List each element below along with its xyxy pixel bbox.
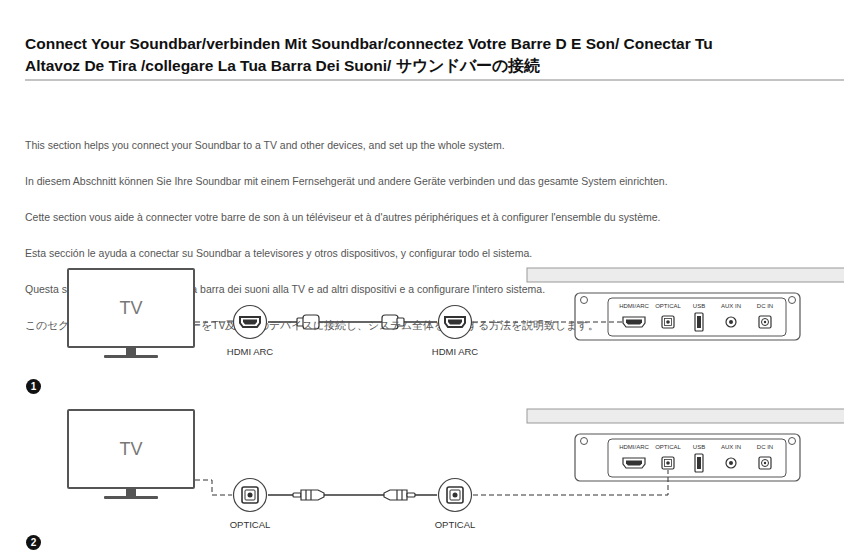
dashed-connection xyxy=(195,480,232,495)
title: Connect Your Soundbar/verbinden Mit Soun… xyxy=(25,33,765,77)
dashed-connection xyxy=(473,470,668,495)
dc-port: DC IN xyxy=(758,315,772,329)
rule xyxy=(25,80,844,81)
port-icon xyxy=(437,477,473,513)
port-label: OPTICAL xyxy=(655,303,681,310)
port-icon xyxy=(232,477,268,513)
tv-label: TV xyxy=(69,439,193,460)
dc-port: DC IN xyxy=(758,456,772,470)
port-icon xyxy=(694,453,704,473)
optical-connector: OPTICAL xyxy=(232,477,268,513)
port-label: AUX IN xyxy=(721,303,741,310)
connector-label: OPTICAL xyxy=(230,519,271,530)
aux-port: AUX IN xyxy=(725,457,737,469)
port-label: AUX IN xyxy=(721,444,741,451)
port-label: HDMI/ARC xyxy=(619,444,649,451)
usb-port: USB xyxy=(694,312,704,332)
port-icon xyxy=(758,315,772,329)
panel-one-art xyxy=(104,268,844,358)
port-label: USB xyxy=(693,444,705,451)
tv-label: TV xyxy=(69,298,193,319)
usb-port: USB xyxy=(694,453,704,473)
hdmi-port: HDMI/ARC xyxy=(622,316,646,328)
hdmi-connector: HDMI ARC xyxy=(437,304,473,340)
connector-label: OPTICAL xyxy=(435,519,476,530)
connector-label: HDMI ARC xyxy=(227,346,273,357)
port-label: DC IN xyxy=(757,444,773,451)
port-label: USB xyxy=(693,303,705,310)
hdmi-connector: HDMI ARC xyxy=(232,304,268,340)
port-icon xyxy=(622,457,646,469)
intro-text: Esta sección le ayuda a conectar su Soun… xyxy=(25,247,840,260)
optical-port: OPTICAL xyxy=(661,315,675,329)
port-label: DC IN xyxy=(757,303,773,310)
callout-number: 1 xyxy=(26,379,41,394)
panel-two-art xyxy=(104,409,844,499)
port-icon xyxy=(661,456,675,470)
intro-text: Cette section vous aide à connecter votr… xyxy=(25,211,840,224)
port-icon xyxy=(694,312,704,332)
callout-number: 2 xyxy=(26,535,41,550)
port-label: HDMI/ARC xyxy=(619,303,649,310)
port-icon xyxy=(725,316,737,328)
optical-cable-plugs xyxy=(293,490,415,500)
port-icon xyxy=(437,304,473,340)
hdmi-port: HDMI/ARC xyxy=(622,457,646,469)
aux-port: AUX IN xyxy=(725,316,737,328)
port-icon xyxy=(622,316,646,328)
port-icon xyxy=(232,304,268,340)
port-icon xyxy=(758,456,772,470)
intro-text: This section helps you connect your Soun… xyxy=(25,139,840,152)
tv-screen: TV xyxy=(67,268,195,348)
port-icon xyxy=(725,457,737,469)
optical-port: OPTICAL xyxy=(661,456,675,470)
connector-label: HDMI ARC xyxy=(432,346,478,357)
port-label: OPTICAL xyxy=(655,444,681,451)
port-icon xyxy=(661,315,675,329)
optical-connector: OPTICAL xyxy=(437,477,473,513)
tv-screen: TV xyxy=(67,409,195,489)
intro-text: In diesem Abschnitt können Sie Ihre Soun… xyxy=(25,175,840,188)
